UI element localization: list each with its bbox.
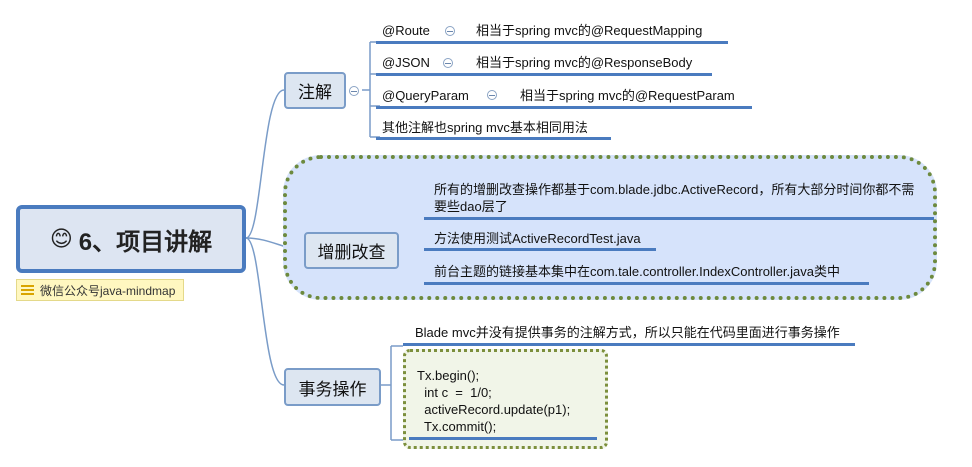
annotation-route-desc[interactable]: 相当于spring mvc的@RequestMapping xyxy=(476,23,703,38)
annotation-queryparam-desc[interactable]: 相当于spring mvc的@RequestParam xyxy=(520,88,735,103)
annotation-route[interactable]: @Route xyxy=(382,23,430,38)
annotation-queryparam[interactable]: @QueryParam xyxy=(382,88,469,103)
underline xyxy=(376,41,728,44)
annotation-json-desc[interactable]: 相当于spring mvc的@ResponseBody xyxy=(476,55,693,70)
underline xyxy=(376,106,752,109)
connector-transaction-items xyxy=(381,345,403,441)
root-note[interactable]: 微信公众号java-mindmap xyxy=(16,279,184,301)
code-line: Tx.commit(); xyxy=(417,419,497,434)
branch-transaction[interactable]: 事务操作 xyxy=(284,368,381,406)
annotation-json[interactable]: @JSON xyxy=(382,55,430,70)
note-icon xyxy=(21,285,34,295)
branch-crud[interactable]: 增删改查 xyxy=(304,232,399,269)
underline xyxy=(376,137,611,140)
underline xyxy=(403,343,855,346)
underline xyxy=(424,282,869,285)
collapse-icon[interactable] xyxy=(445,26,455,36)
crud-item-controller[interactable]: 前台主题的链接基本集中在com.tale.controller.IndexCon… xyxy=(434,264,841,279)
underline xyxy=(409,437,597,440)
crud-item-activerecord[interactable]: 所有的增删改查操作都基于com.blade.jdbc.ActiveRecord，… xyxy=(434,182,915,197)
connector-root-annotations xyxy=(245,89,285,239)
root-topic[interactable]: 😊 6、项目讲解 xyxy=(16,205,246,273)
branch-crud-label: 增删改查 xyxy=(317,243,386,262)
smiley-icon: 😊 xyxy=(49,226,73,251)
transaction-desc[interactable]: Blade mvc并没有提供事务的注解方式，所以只能在代码里面进行事务操作 xyxy=(415,325,840,340)
underline xyxy=(376,73,712,76)
annotation-other[interactable]: 其他注解也spring mvc基本相同用法 xyxy=(382,120,588,135)
underline xyxy=(424,217,934,220)
branch-annotations[interactable]: 注解 xyxy=(284,72,346,109)
root-title: 6、项目讲解 xyxy=(78,228,213,256)
transaction-code-block[interactable] xyxy=(403,349,608,449)
connector-annotations-items xyxy=(362,41,380,138)
connector-root-transaction xyxy=(245,237,285,386)
collapse-icon[interactable] xyxy=(443,58,453,68)
branch-annotations-label: 注解 xyxy=(298,83,332,102)
crud-cloud xyxy=(283,155,937,300)
crud-item-activerecord-cont[interactable]: 要些dao层了 xyxy=(434,199,508,214)
collapse-icon[interactable] xyxy=(487,90,497,100)
code-line: Tx.begin(); xyxy=(417,368,480,383)
code-line: activeRecord.update(p1); xyxy=(417,402,571,417)
underline xyxy=(424,248,656,251)
crud-item-test[interactable]: 方法使用测试ActiveRecordTest.java xyxy=(434,231,641,246)
branch-transaction-label: 事务操作 xyxy=(298,379,367,399)
collapse-icon[interactable] xyxy=(349,86,359,96)
root-note-text: 微信公众号java-mindmap xyxy=(40,283,176,298)
code-line: int c = 1/0; xyxy=(417,385,492,400)
